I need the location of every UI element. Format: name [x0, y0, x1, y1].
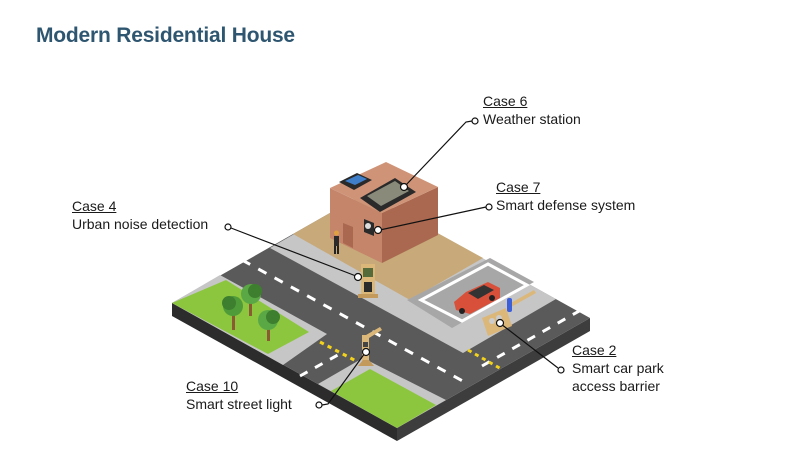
lane-dash — [496, 351, 506, 359]
person — [334, 230, 339, 254]
car — [454, 282, 500, 314]
lane-dash — [511, 343, 521, 351]
leader-case-10 — [321, 352, 366, 406]
leader-case-4 — [230, 227, 357, 277]
lane-dash — [257, 267, 268, 275]
dot — [485, 203, 493, 211]
lane-dash — [329, 353, 339, 361]
dot — [471, 117, 479, 125]
crosswalk-dash — [326, 344, 333, 350]
case-label: Case 4 — [72, 198, 117, 214]
crosswalk-dash — [495, 364, 501, 370]
platform-left-side — [172, 303, 397, 441]
weather-station-grid — [367, 181, 409, 206]
dot — [495, 318, 505, 328]
crosswalk-dash — [474, 352, 480, 358]
callout-case-7: Case 7 Smart defense system — [496, 178, 635, 214]
case-label: Case 10 — [186, 378, 239, 394]
tree — [241, 284, 262, 316]
road-markings — [241, 258, 582, 382]
leader-lines — [230, 120, 559, 406]
lane-dash — [481, 360, 491, 368]
lane-dash — [420, 356, 431, 364]
callout-case-2: Case 2 Smart car park access barrier — [572, 341, 664, 395]
bottom-grass — [331, 369, 436, 428]
dot — [557, 366, 565, 374]
crosswalk-dash — [349, 356, 355, 362]
platform-right-side — [397, 318, 590, 441]
leader-case-7 — [379, 206, 487, 231]
case-label: Case 6 — [483, 93, 528, 109]
callout-case-6: Case 6 Weather station — [483, 92, 581, 128]
lane-dash — [322, 303, 333, 311]
lane-dash — [306, 294, 317, 302]
case-description: Smart car park — [572, 360, 664, 376]
crosswalk-dash — [467, 348, 473, 354]
house-right-wall — [382, 187, 438, 263]
leader-case-6 — [404, 120, 473, 187]
lane-dash — [452, 374, 463, 382]
callout-case-10: Case 10 Smart street light — [186, 377, 292, 413]
lane-dash — [338, 312, 349, 320]
dot — [373, 225, 383, 235]
lane-dash — [541, 326, 551, 334]
tree — [222, 296, 243, 330]
dot — [224, 223, 232, 231]
lane-dash — [273, 276, 284, 284]
lane-dash — [436, 365, 447, 373]
crosswalk-dash — [319, 340, 325, 346]
leader-case-2 — [500, 323, 559, 369]
case-description: access barrier — [572, 378, 660, 394]
lane-dash — [572, 308, 582, 316]
dot — [353, 272, 363, 282]
lane-dash — [241, 258, 251, 266]
lane-dash — [314, 362, 324, 369]
crosswalk-dash — [481, 356, 487, 362]
noise-sensor — [358, 264, 378, 298]
lane-dash — [290, 285, 300, 293]
callout-case-4: Case 4 Urban noise detection — [72, 197, 208, 233]
case-description: Weather station — [483, 111, 581, 127]
lane-dash — [299, 370, 309, 378]
crosswalk-dash — [334, 348, 340, 354]
case-description: Urban noise detection — [72, 216, 209, 232]
leader-dots — [224, 117, 565, 409]
door — [343, 223, 353, 248]
tree — [258, 310, 280, 341]
case-description: Smart defense system — [496, 197, 636, 213]
case-label: Case 2 — [572, 342, 617, 358]
roof-solar-panel — [345, 175, 367, 185]
lane-dash — [556, 317, 567, 325]
page-title: Modern Residential House — [36, 24, 295, 47]
crosswalk-dash — [488, 360, 494, 366]
dot — [399, 182, 409, 192]
left-grass — [172, 280, 309, 354]
case-description: Smart street light — [186, 396, 292, 412]
dot — [315, 401, 323, 409]
defense-camera — [365, 223, 371, 229]
crosswalk-dash — [342, 352, 348, 358]
dot — [361, 347, 371, 357]
trees — [222, 284, 280, 341]
lane-dash — [404, 347, 414, 356]
lane-dash — [526, 334, 536, 342]
lane-dash — [387, 339, 398, 347]
case-label: Case 7 — [496, 179, 541, 195]
lane-dash — [355, 321, 365, 329]
house — [330, 162, 438, 263]
parking-bay-outline — [417, 262, 531, 323]
road-surface — [172, 193, 590, 428]
